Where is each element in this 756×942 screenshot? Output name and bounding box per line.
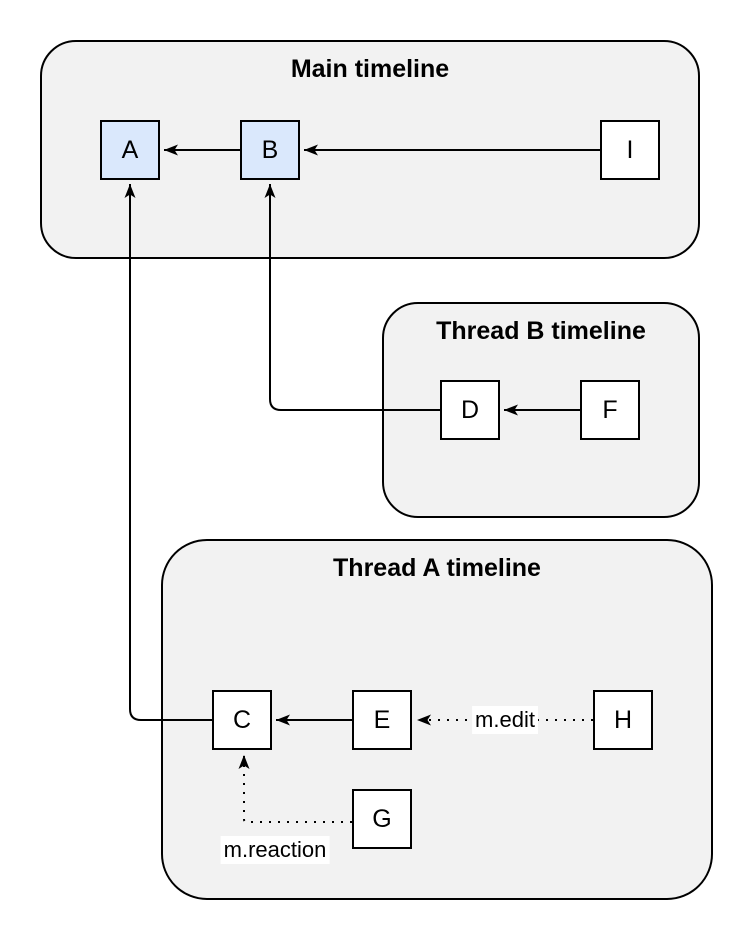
node-c: C bbox=[212, 690, 272, 750]
node-h: H bbox=[593, 690, 653, 750]
node-g-label: G bbox=[372, 804, 392, 833]
container-title-thread-b-timeline: Thread B timeline bbox=[436, 317, 646, 345]
edge-label-m-reaction: m.reaction bbox=[220, 836, 330, 864]
node-h-label: H bbox=[613, 705, 633, 734]
node-c-label: C bbox=[232, 705, 252, 734]
node-b-label: B bbox=[261, 135, 279, 164]
container-title-main-timeline: Main timeline bbox=[290, 55, 450, 83]
node-e-label: E bbox=[373, 705, 391, 734]
node-a: A bbox=[100, 120, 160, 180]
node-d-label: D bbox=[460, 395, 480, 424]
node-g: G bbox=[352, 789, 412, 849]
node-i-label: I bbox=[626, 135, 634, 164]
node-i: I bbox=[600, 120, 660, 180]
edge-label-m-edit: m.edit bbox=[472, 706, 538, 734]
node-d: D bbox=[440, 380, 500, 440]
container-title-thread-a-timeline: Thread A timeline bbox=[333, 554, 541, 582]
node-e: E bbox=[352, 690, 412, 750]
container-thread-b-timeline: Thread B timeline bbox=[382, 302, 700, 518]
node-a-label: A bbox=[121, 135, 139, 164]
node-f-label: F bbox=[602, 395, 618, 424]
node-b: B bbox=[240, 120, 300, 180]
node-f: F bbox=[580, 380, 640, 440]
